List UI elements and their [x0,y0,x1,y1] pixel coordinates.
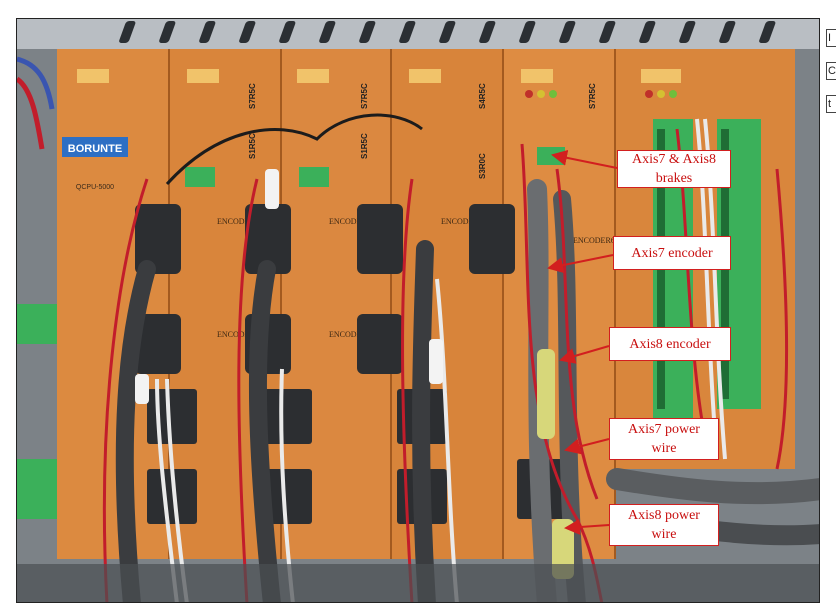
callout-axis8-power: Axis8 power wire [609,504,719,546]
drive-code: S4R5C [478,83,487,109]
edge-fragment: t [826,95,836,113]
port-label: ENCODER6 [573,236,615,245]
port-label: ENCODER1 [217,217,259,226]
drive-code: S7R5C [360,83,369,109]
drive-code: S7R5C [588,83,597,109]
callout-axis7-encoder: Axis7 encoder [613,236,731,270]
port-label: ENCODER4 [329,330,371,339]
drive-code: S1R5C [360,133,369,159]
callout-brakes: Axis7 & Axis8 brakes [617,150,731,188]
port-label: ENCODER3 [329,217,371,226]
port-label: ENCODER5 [441,217,483,226]
model-label: QCPU-5000 [76,184,114,191]
control-cabinet-photo: BORUNTE QCPU-5000 S7R5C S1R5C S7R5C S1R5… [16,18,820,603]
callout-axis7-power: Axis7 power wire [609,418,719,460]
edge-fragment: C [826,62,836,80]
drive-code: S7R5C [248,83,257,109]
drive-code: S3R0C [478,153,487,179]
edge-fragment: I [826,29,836,47]
callout-axis8-encoder: Axis8 encoder [609,327,731,361]
drive-code: S1R5C [248,133,257,159]
brand-label: BORUNTE [68,143,122,155]
port-label: ENCODER2 [217,330,259,339]
